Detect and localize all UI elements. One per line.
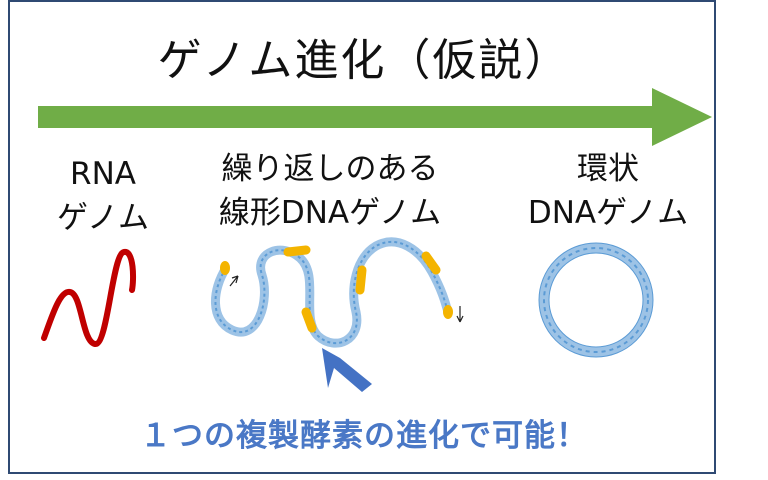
pointer-arrow-icon [322,348,372,392]
diagram-title: ゲノム進化（仮説） [157,35,571,86]
circular-dna-icon [538,242,654,358]
linear-dna-icon [211,237,464,348]
stage-circular-dna-label: 環状 DNAゲノム [498,147,718,235]
stage-rna-label: RNA ゲノム [28,152,178,240]
stage-rna-line1: RNA [70,156,136,192]
stage-rna-line2: ゲノム [56,200,150,236]
rna-strand-icon [41,249,136,347]
stage-circular-line1: 環状 [577,151,639,187]
bottom-note: １つの複製酵素の進化で可能！ [140,418,588,454]
stage-linear-line1: 繰り返しのある [221,151,439,187]
diagram-frame: ゲノム進化（仮説） RNA ゲノム 繰り返しのある 線形DNAゲノム 環状 DN… [8,0,716,474]
evolution-arrow [38,88,712,146]
stage-circular-line2: DNAゲノム [527,195,689,231]
stage-linear-line2: 線形DNAゲノム [218,195,442,231]
stage-linear-dna-label: 繰り返しのある 線形DNAゲノム [185,147,475,235]
